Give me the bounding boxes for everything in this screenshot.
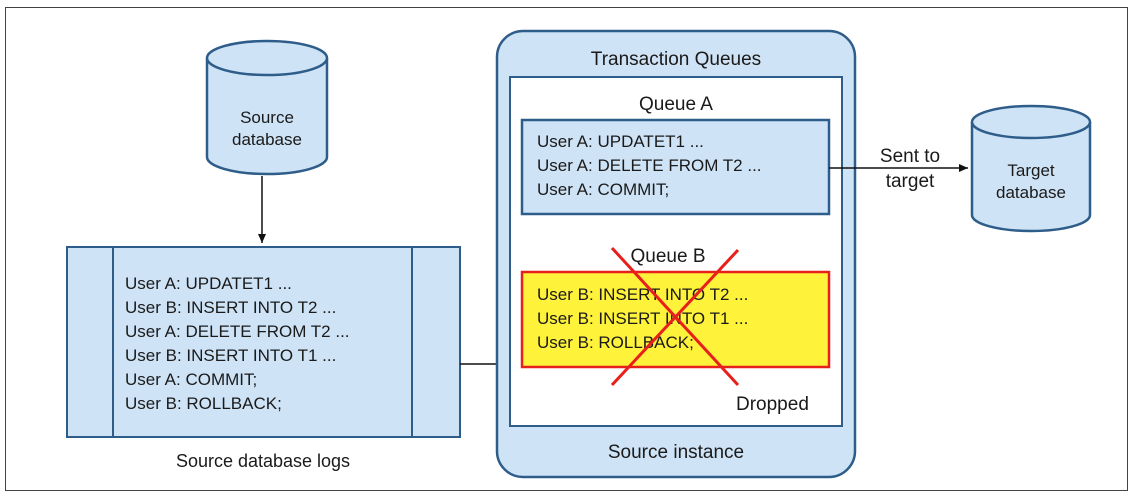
- queue-b-box: [520, 270, 831, 369]
- queue-b-line: User B: INSERT INTO T1 ...: [537, 309, 748, 328]
- source-database-cylinder: Source database: [205, 39, 329, 176]
- dropped-cross-icon: [610, 246, 740, 387]
- source-instance-caption: Source instance: [608, 442, 744, 463]
- queue-a-title: Queue A: [639, 94, 713, 115]
- log-line: User A: UPDATET1 ...: [125, 274, 292, 293]
- target-database-cylinder: Target database: [970, 104, 1092, 233]
- logs-caption: Source database logs: [176, 451, 350, 471]
- log-line: User A: COMMIT;: [125, 370, 257, 389]
- target-database-label-line1: Target: [1007, 161, 1055, 180]
- target-database-label-line2: database: [996, 183, 1066, 202]
- sent-to-target-label-line1: Sent to: [880, 146, 940, 167]
- queue-b-title: Queue B: [631, 246, 706, 267]
- transaction-queues-title: Transaction Queues: [591, 49, 761, 70]
- source-database-logs: User A: UPDATET1 ... User B: INSERT INTO…: [66, 246, 461, 438]
- log-line: User B: INSERT INTO T2 ...: [125, 298, 336, 317]
- log-line: User B: INSERT INTO T1 ...: [125, 346, 336, 365]
- sent-to-target-label-line2: target: [886, 171, 935, 192]
- queue-a-line: User A: COMMIT;: [537, 180, 669, 199]
- queue-b-line: User B: INSERT INTO T2 ...: [537, 285, 748, 304]
- dropped-label: Dropped: [736, 394, 809, 415]
- queue-a-line: User A: DELETE FROM T2 ...: [537, 156, 762, 175]
- log-line: User B: ROLLBACK;: [125, 394, 282, 413]
- log-line: User A: DELETE FROM T2 ...: [125, 322, 350, 341]
- source-database-label-line1: Source: [240, 108, 294, 127]
- source-database-label-line2: database: [232, 130, 302, 149]
- queue-a-line: User A: UPDATET1 ...: [537, 132, 704, 151]
- diagram-frame: [5, 7, 1128, 491]
- queue-b-line: User B: ROLLBACK;: [537, 333, 694, 352]
- queue-a-box: [520, 118, 831, 216]
